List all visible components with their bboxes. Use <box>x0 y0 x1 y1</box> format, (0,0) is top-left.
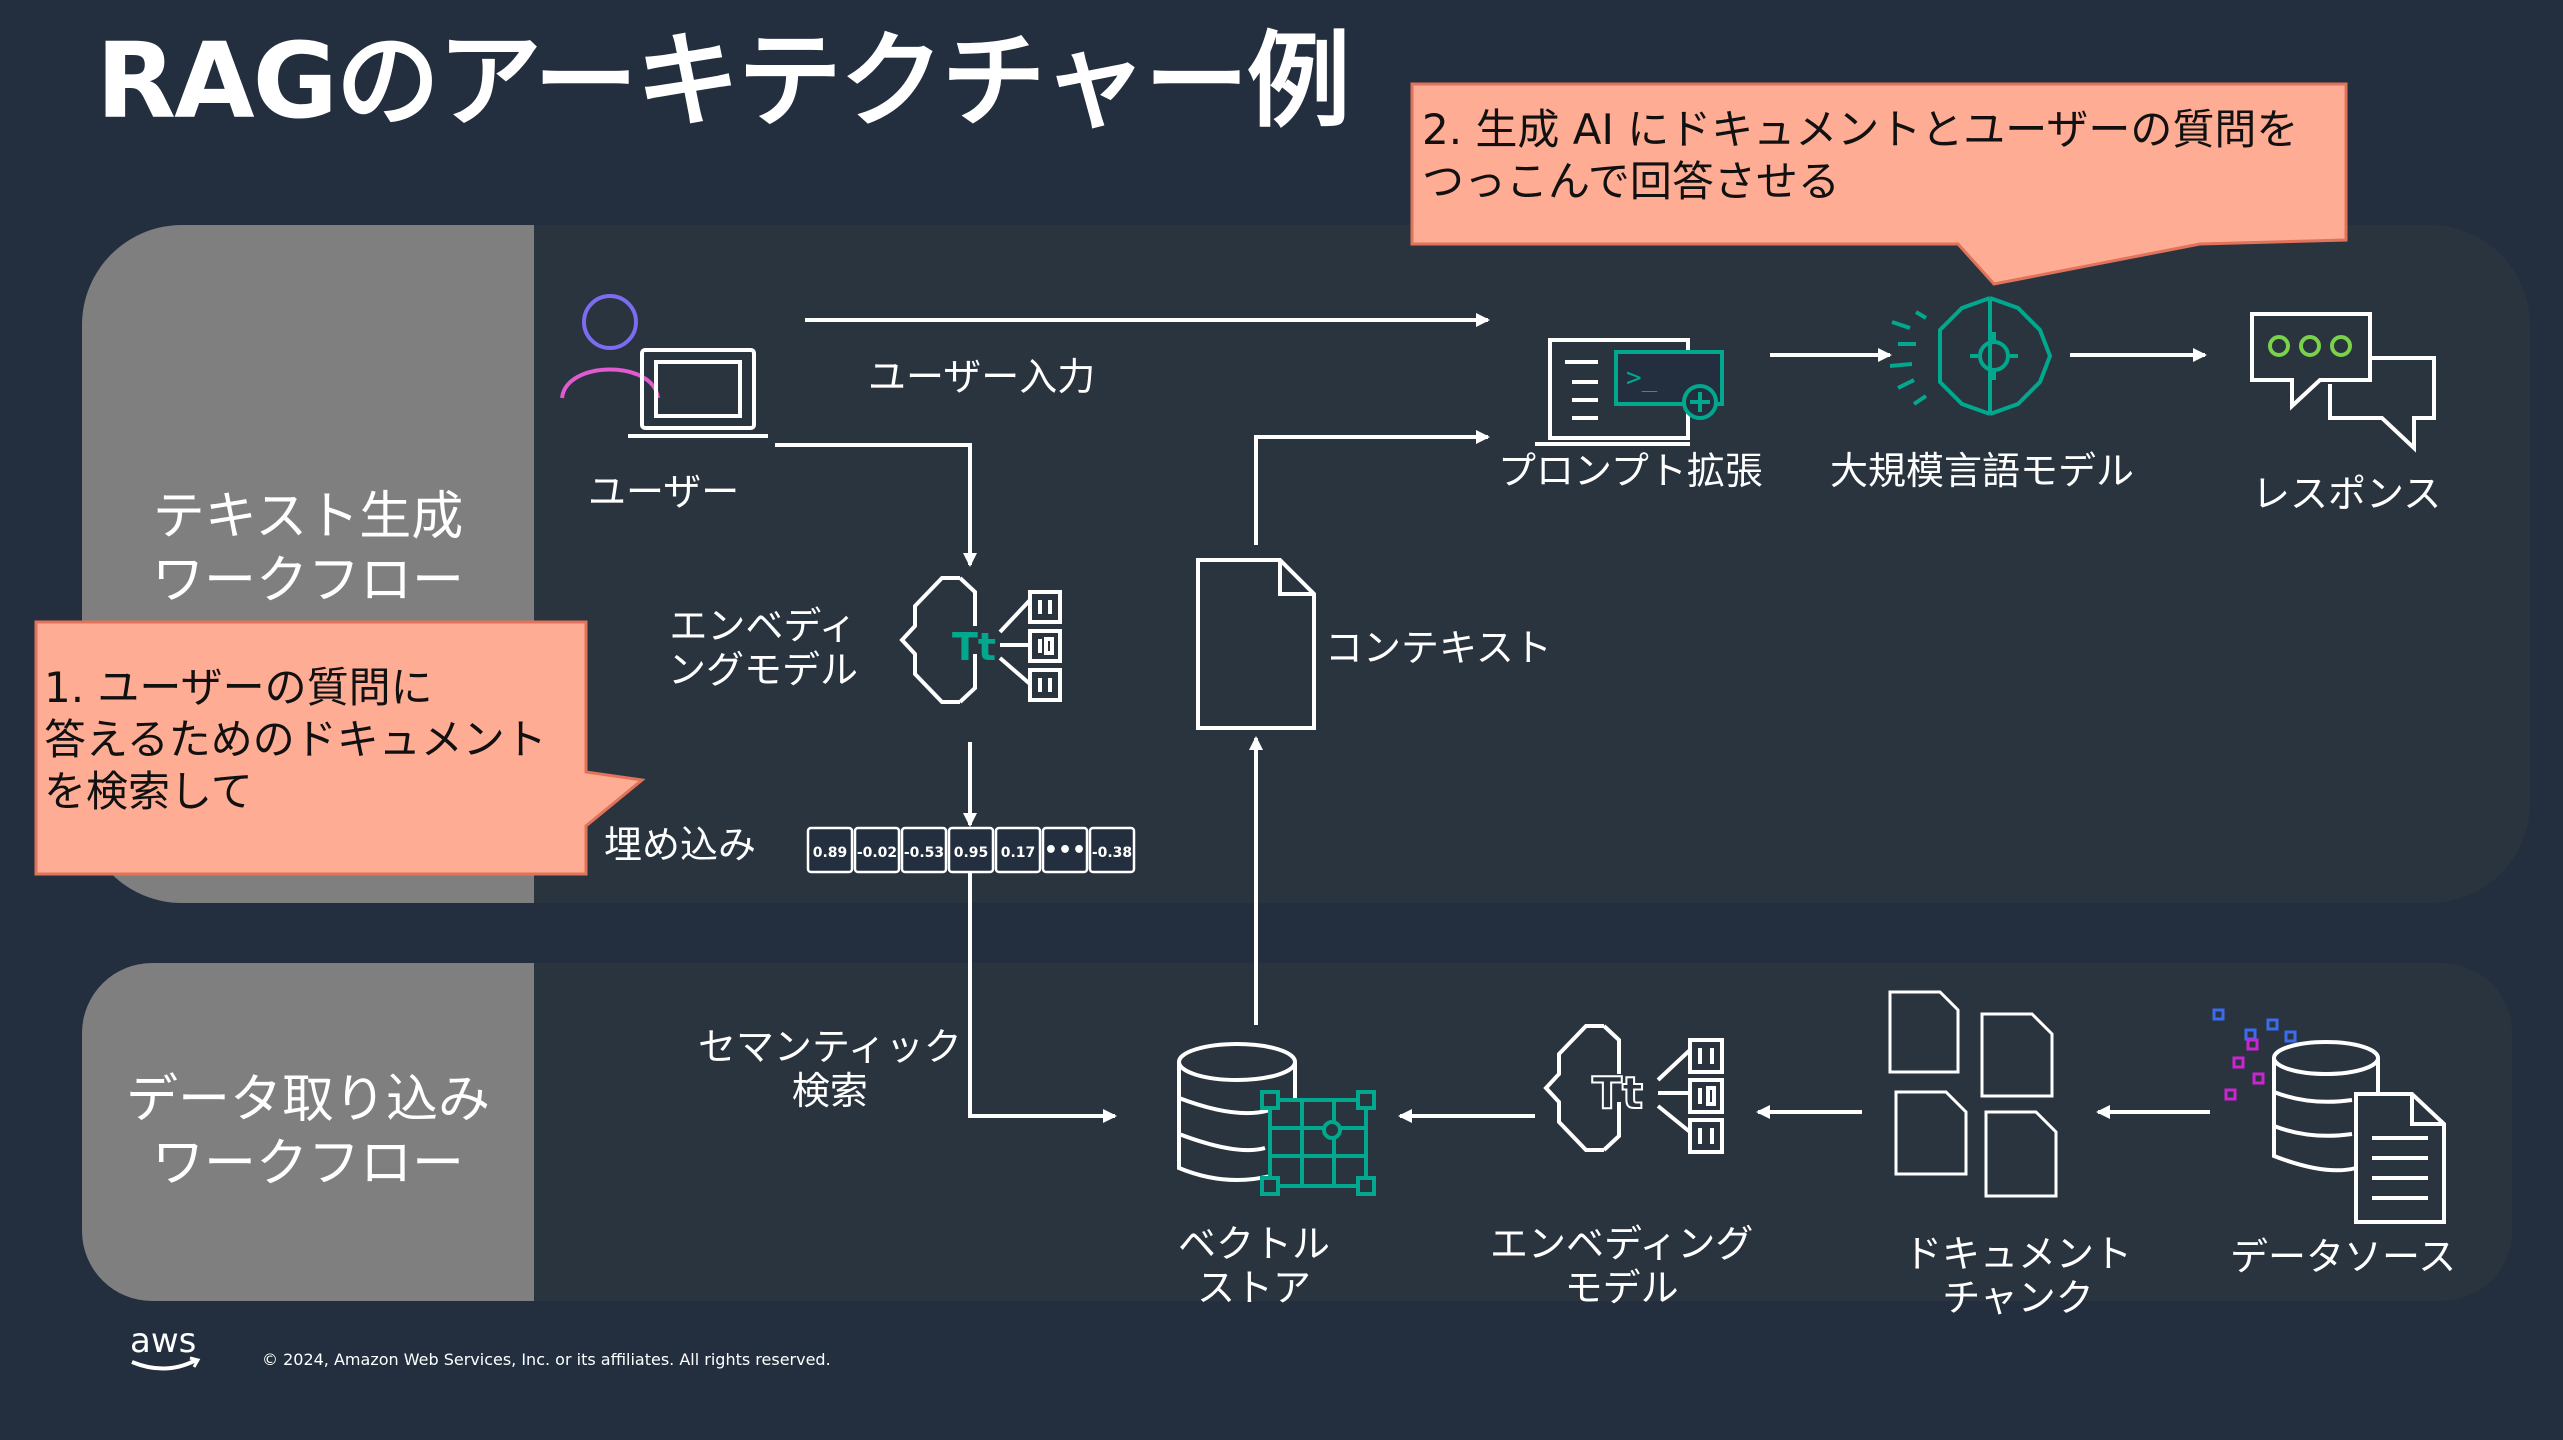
llm-brain-icon <box>1889 296 2053 416</box>
callout-generative-ai-text: 2. 生成 AI にドキュメントとユーザーの質問を つっこんで回答させる <box>1422 105 2299 206</box>
embedding-vector-cell: -0.38 <box>1088 826 1136 874</box>
data-ingestion-workflow-label: データ取り込み ワークフロー <box>125 1070 490 1194</box>
label-embedding-model-bottom: エンベディング モデル <box>1490 1222 1754 1310</box>
embedding-tt-bottom: Tt <box>1592 1068 1643 1119</box>
aws-logo: aws <box>130 1321 201 1371</box>
slide-title: RAGのアーキテクチャー例 <box>96 20 1351 142</box>
label-llm: 大規模言語モデル <box>1830 449 2135 493</box>
prompt-augmentation-icon: >_ <box>1535 338 1724 446</box>
text-generation-workflow-label: テキスト生成 ワークフロー <box>151 487 464 611</box>
label-semantic-search: セマンティック 検索 <box>698 1025 962 1113</box>
embedding-vector-value: 0.95 <box>954 845 989 861</box>
embedding-vector-value: -0.02 <box>857 845 897 861</box>
flow-arrows <box>775 313 2210 1123</box>
callout-document-search <box>34 620 646 876</box>
embedding-model-icon-top: Tt <box>899 576 1062 704</box>
label-embedding: 埋め込み <box>604 823 757 867</box>
label-data-source: データソース <box>2230 1235 2457 1279</box>
label-document-chunk: ドキュメント チャンク <box>1904 1232 2133 1320</box>
response-chat-icon <box>2250 312 2436 453</box>
embedding-vector-cell: 0.89 <box>806 826 854 874</box>
user-icon <box>560 294 768 438</box>
embedding-vector-cell: -0.53 <box>900 826 948 874</box>
data-source-icon <box>2212 1008 2446 1224</box>
embedding-vector-value: 0.89 <box>813 845 848 861</box>
embedding-vector-cell: 0.95 <box>947 826 995 874</box>
prompt-symbol: >_ <box>1626 363 1658 393</box>
embedding-model-icon-bottom: Tt <box>1543 1024 1724 1154</box>
arrow-context-to-prompt <box>1254 430 1490 545</box>
label-context: コンテキスト <box>1325 626 1552 670</box>
label-response: レスポンス <box>2252 472 2442 516</box>
label-user-input: ユーザー入力 <box>868 355 1096 399</box>
label-embedding-model-top: エンベディ ングモデル <box>668 604 859 692</box>
embedding-vector-cell: -0.02 <box>853 826 901 874</box>
embedding-tt-top: Tt <box>952 625 996 669</box>
embedding-vector-value: -0.53 <box>904 845 944 861</box>
embedding-vector-value: -0.38 <box>1092 845 1132 861</box>
embedding-vector-value: ••• <box>1044 838 1086 863</box>
arrow-user-to-embedding <box>775 443 977 567</box>
context-document-icon <box>1196 558 1316 730</box>
document-chunks-icon <box>1888 990 2058 1198</box>
embedding-vector-cell: ••• <box>1041 826 1089 874</box>
callout-generative-ai <box>1410 82 2348 286</box>
aws-logo-text: aws <box>130 1321 196 1361</box>
arrow-vector-to-search <box>968 858 1117 1123</box>
data-ingestion-tab: データ取り込み ワークフロー <box>82 963 534 1301</box>
embedding-vector-cell: 0.17 <box>994 826 1042 874</box>
callout-document-search-text: 1. ユーザーの質問に 答えるためのドキュメント を検索して <box>44 663 547 816</box>
label-user: ユーザー <box>588 470 740 514</box>
copyright-text: © 2024, Amazon Web Services, Inc. or its… <box>262 1350 831 1369</box>
embedding-vector-value: 0.17 <box>1001 845 1036 861</box>
vector-store-icon <box>1177 1042 1376 1196</box>
embedding-vector: 0.89 -0.02 -0.53 0.95 0.17 ••• -0.38 <box>806 826 1136 874</box>
label-prompt-augmentation: プロンプト拡張 <box>1498 449 1763 493</box>
label-vector-store: ベクトル ストア <box>1178 1222 1331 1310</box>
